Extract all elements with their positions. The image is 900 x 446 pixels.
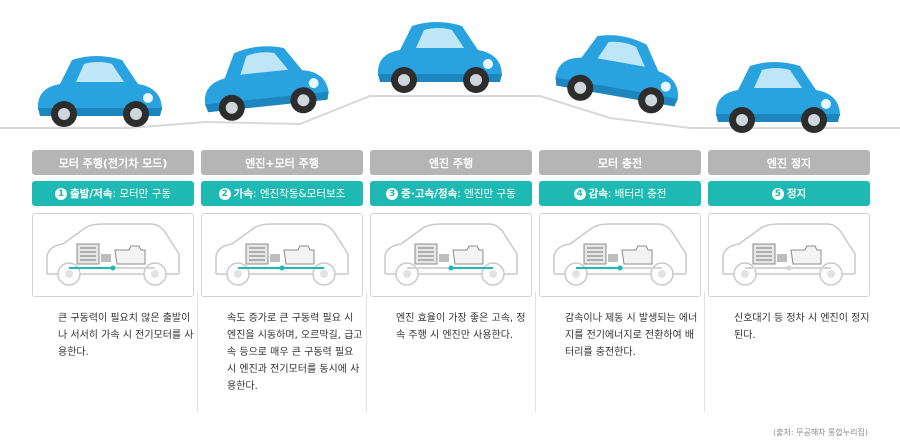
mode-explanation: 큰 구동력이 필요치 않은 출발이나 서서히 가속 시 전기모터를 사용한다. [58,313,194,358]
mode-column-2: 엔진+모터 주행 2 가속 : 엔진작동&모터보조 속도 증가로 큰 구동력 필… [201,150,363,415]
source-note: (출처: 무공해차 통합누리집) [773,428,868,437]
mode-explanation: 엔진 효율이 가장 좋은 고속, 정속 주행 시 엔진만 사용한다. [396,313,526,341]
powertrain-diagram [539,213,701,297]
column-divider [535,292,536,412]
mode-title: 모터 충전 [539,150,701,175]
step-number: 1 [55,187,67,200]
road-and-cars [0,22,900,133]
stage-keyword: 정지 [786,188,807,200]
mode-title: 엔진+모터 주행 [201,150,363,175]
step-number: 5 [771,187,784,200]
stage-bar: 4 감속 : 배터리 충전 [539,181,701,206]
powertrain-diagram [32,213,194,297]
car-icon [377,22,502,93]
stage-description: : 모터만 구동 [112,188,171,200]
step-number: 2 [218,187,231,200]
powertrain-svg [553,223,687,286]
stage-keyword: 출발/저속 [70,188,113,200]
column-divider [366,292,367,412]
road-line [0,95,900,129]
car-icon [555,35,678,114]
column-divider [704,292,705,412]
stage-keyword: 감속 [588,188,608,200]
stage-description: : 배터리 충전 [607,188,667,200]
step-number: 4 [573,187,586,200]
stage-bar: 1 출발/저속 : 모터만 구동 [32,181,194,206]
powertrain-svg [722,223,856,286]
stage-keyword: 중·고속/정속 [401,188,458,200]
mode-title: 엔진 정지 [708,150,870,175]
mode-explanation: 신호대기 등 정차 시 엔진이 정지된다. [734,313,870,341]
stage-bar: 5 정지 [708,181,870,206]
powertrain-diagram [201,213,363,297]
car-icon [715,62,840,133]
step-number: 3 [386,187,399,200]
powertrain-svg [46,223,180,286]
powertrain-diagram [370,213,532,297]
mode-title: 엔진 주행 [370,150,532,175]
stage-keyword: 가속 [233,188,253,200]
mode-explanation: 감속이나 제동 시 발생되는 에너지를 전기에너지로 전환하여 배터리를 충전한… [565,313,698,358]
stage-bar: 3 중·고속/정속 : 엔진만 구동 [370,181,532,206]
car-icon [204,46,329,121]
column-divider [197,292,198,412]
powertrain-svg [384,223,518,286]
mode-explanation: 속도 증가로 큰 구동력 필요 시 엔진을 시동하며, 오르막길, 급고속 등으… [227,313,363,392]
mode-column-5: 엔진 정지 5 정지 신호대기 등 정차 시 엔진이 정지된다. [708,150,870,415]
mode-column-4: 모터 충전 4 감속 : 배터리 충전 감속이나 제동 시 발생되는 에너지를 … [539,150,701,415]
stage-description: : 엔진만 구동 [457,188,516,200]
hybrid-modes: 모터 주행(전기차 모드) 1 출발/저속 : 모터만 구동 큰 구동력이 필요… [32,150,872,415]
powertrain-diagram [708,213,870,297]
cars-illustration [0,0,900,146]
stage-description: : 엔진작동&모터보조 [252,188,346,200]
mode-title: 모터 주행(전기차 모드) [32,150,194,175]
car-icon [37,56,162,127]
powertrain-svg [215,223,349,286]
mode-column-3: 엔진 주행 3 중·고속/정속 : 엔진만 구동 엔진 효율이 가장 좋은 고속… [370,150,532,415]
mode-column-1: 모터 주행(전기차 모드) 1 출발/저속 : 모터만 구동 큰 구동력이 필요… [32,150,194,415]
stage-bar: 2 가속 : 엔진작동&모터보조 [201,181,363,206]
